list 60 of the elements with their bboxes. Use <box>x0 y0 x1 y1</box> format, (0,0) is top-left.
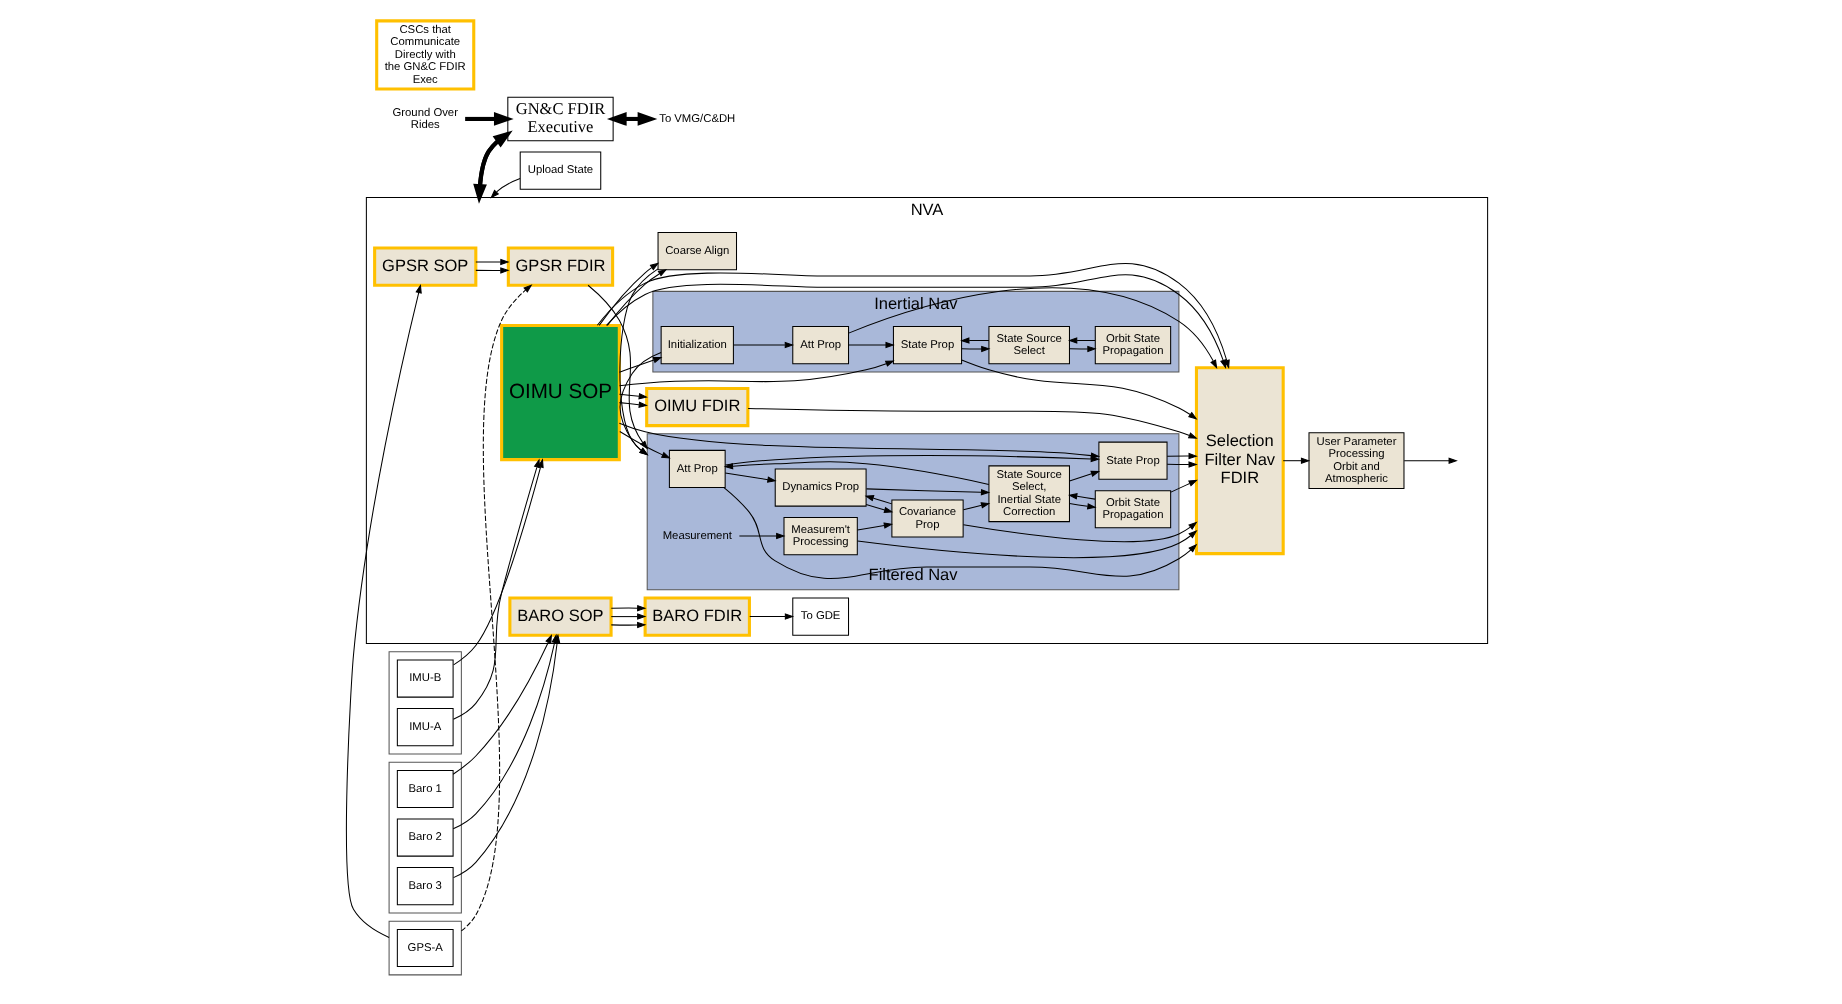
arrow <box>960 337 990 344</box>
node-box: BARO FDIR <box>643 596 751 637</box>
cluster <box>388 761 462 914</box>
arrow <box>619 268 659 456</box>
arrow <box>618 401 648 408</box>
arrow <box>473 132 509 204</box>
arrow <box>962 521 1198 543</box>
arrow <box>1166 452 1198 460</box>
arrow <box>619 360 895 387</box>
arrow <box>619 431 671 459</box>
arrow <box>848 341 895 349</box>
arrow <box>962 502 991 511</box>
arrow <box>724 472 777 483</box>
arrow <box>1069 470 1101 482</box>
arrow <box>865 504 894 513</box>
node-box: BARO SOP <box>508 596 613 637</box>
arrow <box>452 458 540 720</box>
arrow <box>452 634 553 775</box>
arrow <box>1166 461 1198 468</box>
node-box: OIMU FDIR <box>645 386 750 428</box>
arrow <box>587 284 649 450</box>
arrow <box>619 352 662 456</box>
arrow <box>747 407 1198 439</box>
arrow <box>475 267 510 274</box>
arrow <box>749 613 795 620</box>
arrow <box>857 530 1198 559</box>
arrow <box>733 341 794 349</box>
arrow <box>618 393 648 400</box>
node-box: Selection Filter Nav FDIR <box>1194 366 1285 556</box>
arrow <box>723 461 990 485</box>
arrow <box>1069 503 1097 510</box>
node-box: GN&C FDIR Executive <box>507 96 614 142</box>
arrow <box>856 522 894 531</box>
arrow <box>1282 457 1311 464</box>
cluster <box>388 920 462 976</box>
arrow <box>490 178 521 199</box>
arrow <box>738 532 786 540</box>
arrow <box>453 458 544 666</box>
node-box: GPSR FDIR <box>506 246 615 287</box>
arrow <box>961 345 991 353</box>
arrow <box>475 258 510 266</box>
arrow <box>610 613 647 620</box>
arrow <box>865 488 991 496</box>
arrow <box>1068 493 1096 500</box>
arrow <box>1170 479 1198 493</box>
arrow <box>1069 345 1097 353</box>
cluster <box>388 651 462 755</box>
arrow <box>618 357 663 373</box>
node-box: OIMU SOP <box>500 323 621 462</box>
arrow <box>1068 337 1096 344</box>
arrow <box>1403 457 1458 464</box>
arrow <box>345 283 422 938</box>
arrow <box>610 621 647 629</box>
arrow <box>961 359 1198 420</box>
arrow <box>465 112 514 126</box>
arrow <box>864 495 893 505</box>
arrow <box>724 455 1100 466</box>
arrow <box>460 284 533 932</box>
node-box: GPSR SOP <box>373 246 478 287</box>
arrow <box>610 604 647 612</box>
